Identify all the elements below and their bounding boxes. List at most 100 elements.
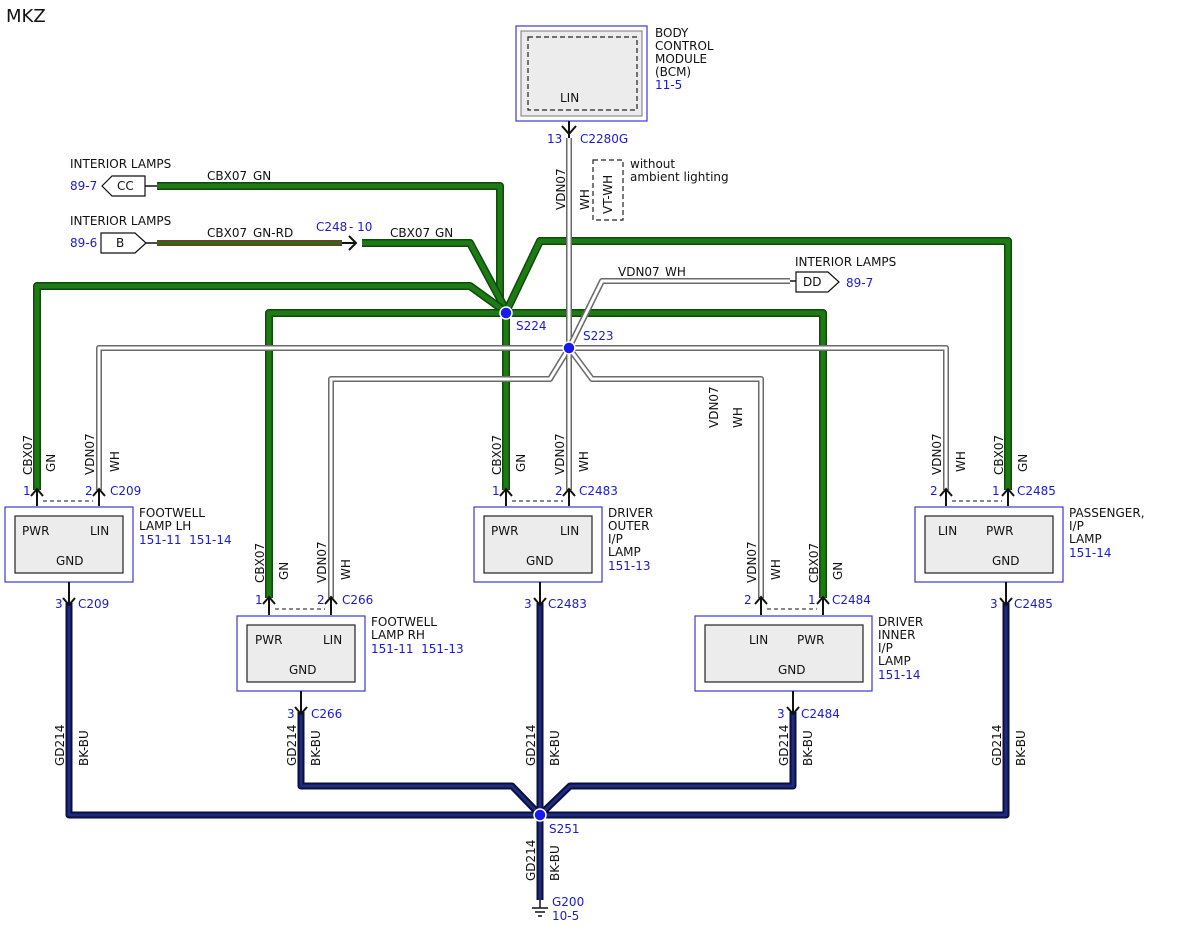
- bcm-connector: C2280G: [580, 132, 628, 146]
- ground-trunk-color: BK-BU: [548, 845, 562, 881]
- interior-cc-circuit: CBX07: [207, 169, 247, 183]
- footwell-lh-name-1: FOOTWELL: [139, 506, 205, 520]
- splice-s224: [499, 306, 513, 320]
- ground-symbol-icon: [532, 900, 548, 917]
- driver-inner-pin2-arrow-icon: [754, 595, 768, 615]
- wire-vdn07-passenger: [569, 345, 949, 490]
- driver-outer-name-4: LAMP: [608, 545, 641, 559]
- footwell-rh-w2-circuit: VDN07: [315, 541, 329, 583]
- footwell-lh-pin2-arrow-icon: [92, 487, 106, 506]
- passenger-name-3: LAMP: [1069, 532, 1102, 546]
- footwell-rh-pin1: 1: [255, 593, 263, 607]
- interior-cc-color: GN: [253, 169, 271, 183]
- driver-inner-w1-color: GN: [831, 562, 845, 580]
- driver-outer-conn-top: C2483: [579, 484, 618, 498]
- footwell-rh-gnd-color: BK-BU: [309, 730, 323, 766]
- driver-inner-lin-color: WH: [731, 407, 745, 428]
- driver-inner-gnd-circuit: GD214: [777, 725, 791, 766]
- footwell-rh-pin-gnd: GND: [289, 663, 317, 677]
- driver-outer-w2-color: WH: [577, 451, 591, 472]
- driver-inner-pin-gnd: GND: [778, 663, 806, 677]
- interior-b-circuit: CBX07: [207, 226, 247, 240]
- driver-outer-name-1: DRIVER: [608, 506, 653, 520]
- driver-outer-pin3-arrow-icon: [533, 582, 547, 607]
- passenger-pin1: 1: [992, 484, 1000, 498]
- footwell-rh-conn-bottom: C266: [311, 707, 342, 721]
- driver-outer-name-3: I/P: [608, 532, 623, 546]
- driver-outer-gnd-color: BK-BU: [548, 730, 562, 766]
- wire-gd214-rh: [297, 712, 543, 818]
- interior-cc-ref: 89-7: [70, 179, 97, 193]
- driver-outer-gnd-circuit: GD214: [524, 725, 538, 766]
- driver-inner-refs: 151-14: [878, 668, 921, 682]
- passenger-pin-lin: LIN: [938, 524, 957, 538]
- driver-inner-name-1: DRIVER: [878, 615, 923, 629]
- passenger-pin2-arrow-icon: [939, 487, 953, 506]
- driver-inner-w2-circuit: VDN07: [745, 541, 759, 583]
- driver-inner-pin1: 1: [808, 593, 816, 607]
- footwell-rh-pin2: 2: [317, 593, 325, 607]
- bcm-module: LIN BODY CONTROL MODULE (BCM) 11-5: [515, 25, 714, 122]
- passenger-w2-color: WH: [954, 451, 968, 472]
- driver-inner-pin3-arrow-icon: [786, 691, 800, 716]
- passenger-pin-gnd: GND: [992, 554, 1020, 568]
- footwell-rh-name-1: FOOTWELL: [371, 615, 437, 629]
- footwell-rh-pin3-arrow-icon: [294, 691, 308, 716]
- driver-outer-pin1-arrow-icon: [499, 487, 513, 506]
- g200-name: G200: [552, 895, 584, 909]
- footwell-lh-pin1-arrow-icon: [30, 487, 44, 506]
- main-lin-circuit: VDN07: [554, 168, 568, 210]
- bcm-pin-lin: LIN: [560, 91, 579, 105]
- driver-inner-pin3: 3: [777, 707, 785, 721]
- passenger-pin1-arrow-icon: [1001, 487, 1015, 506]
- driver-inner-lin-circuit: VDN07: [707, 386, 721, 428]
- wire-cbx07-footwell-rh: [265, 309, 506, 598]
- footwell-rh-refs: 151-11 151-13: [371, 642, 464, 656]
- driver-inner-name-3: I/P: [878, 641, 893, 655]
- footwell-rh-w2-color: WH: [339, 559, 353, 580]
- driver-outer-w1-color: GN: [514, 454, 528, 472]
- footwell-rh-name-2: LAMP RH: [371, 628, 425, 642]
- footwell-lh-w2-color: WH: [108, 451, 122, 472]
- footwell-lh-w2-circuit: VDN07: [83, 433, 97, 475]
- footwell-rh-pin2-arrow-icon: [324, 595, 338, 615]
- driver-outer-pin2-arrow-icon: [562, 487, 576, 506]
- interior-dd-tag: DD: [803, 275, 821, 289]
- passenger-gnd-circuit: GD214: [990, 725, 1004, 766]
- footwell-lh-pin2: 2: [85, 484, 93, 498]
- driver-inner-pin-lin: LIN: [749, 633, 768, 647]
- driver-inner-name-2: INNER: [878, 628, 915, 642]
- driver-outer-component: CBX07 GN VDN07 WH 1 2 C2483 PWR LIN GND …: [473, 433, 653, 766]
- g200-ref: 10-5: [552, 909, 579, 923]
- footwell-lh-pin3-arrow-icon: [62, 582, 76, 607]
- passenger-w1-circuit: CBX07: [992, 435, 1006, 475]
- footwell-lh-gnd-color: BK-BU: [77, 730, 91, 766]
- driver-outer-pin2: 2: [555, 484, 563, 498]
- interior-b-inline: C248: [316, 220, 347, 234]
- driver-outer-name-2: OUTER: [608, 519, 649, 533]
- footwell-lh-pin3: 3: [55, 597, 63, 611]
- interior-b-tag: B: [116, 236, 124, 250]
- passenger-pin3: 3: [990, 597, 998, 611]
- driver-inner-conn-bottom: C2484: [801, 707, 840, 721]
- driver-inner-pin-pwr: PWR: [797, 633, 824, 647]
- passenger-pin2: 2: [930, 484, 938, 498]
- footwell-lh-w1-circuit: CBX07: [21, 435, 35, 475]
- interior-dd-color: WH: [665, 265, 686, 279]
- interior-cc-tag: CC: [117, 179, 134, 193]
- splice-s224-label: S224: [516, 319, 547, 333]
- footwell-lh-conn-top: C209: [110, 484, 141, 498]
- footwell-lh-component: CBX07 GN VDN07 WH 1 2 C209 PWR LIN GND F…: [4, 433, 232, 766]
- passenger-component: VDN07 WH CBX07 GN 2 1 C2485 LIN PWR GND …: [914, 433, 1145, 766]
- passenger-gnd-color: BK-BU: [1014, 730, 1028, 766]
- passenger-name-2: I/P: [1069, 519, 1084, 533]
- driver-outer-pin-lin: LIN: [560, 524, 579, 538]
- bcm-ref: 11-5: [655, 78, 682, 92]
- footwell-rh-w1-color: GN: [277, 562, 291, 580]
- driver-outer-pin-pwr: PWR: [491, 524, 518, 538]
- interior-dd-circuit: VDN07: [618, 265, 660, 279]
- bcm-name-2: CONTROL: [655, 39, 714, 53]
- driver-outer-pin-gnd: GND: [526, 554, 554, 568]
- driver-inner-pin2: 2: [744, 593, 752, 607]
